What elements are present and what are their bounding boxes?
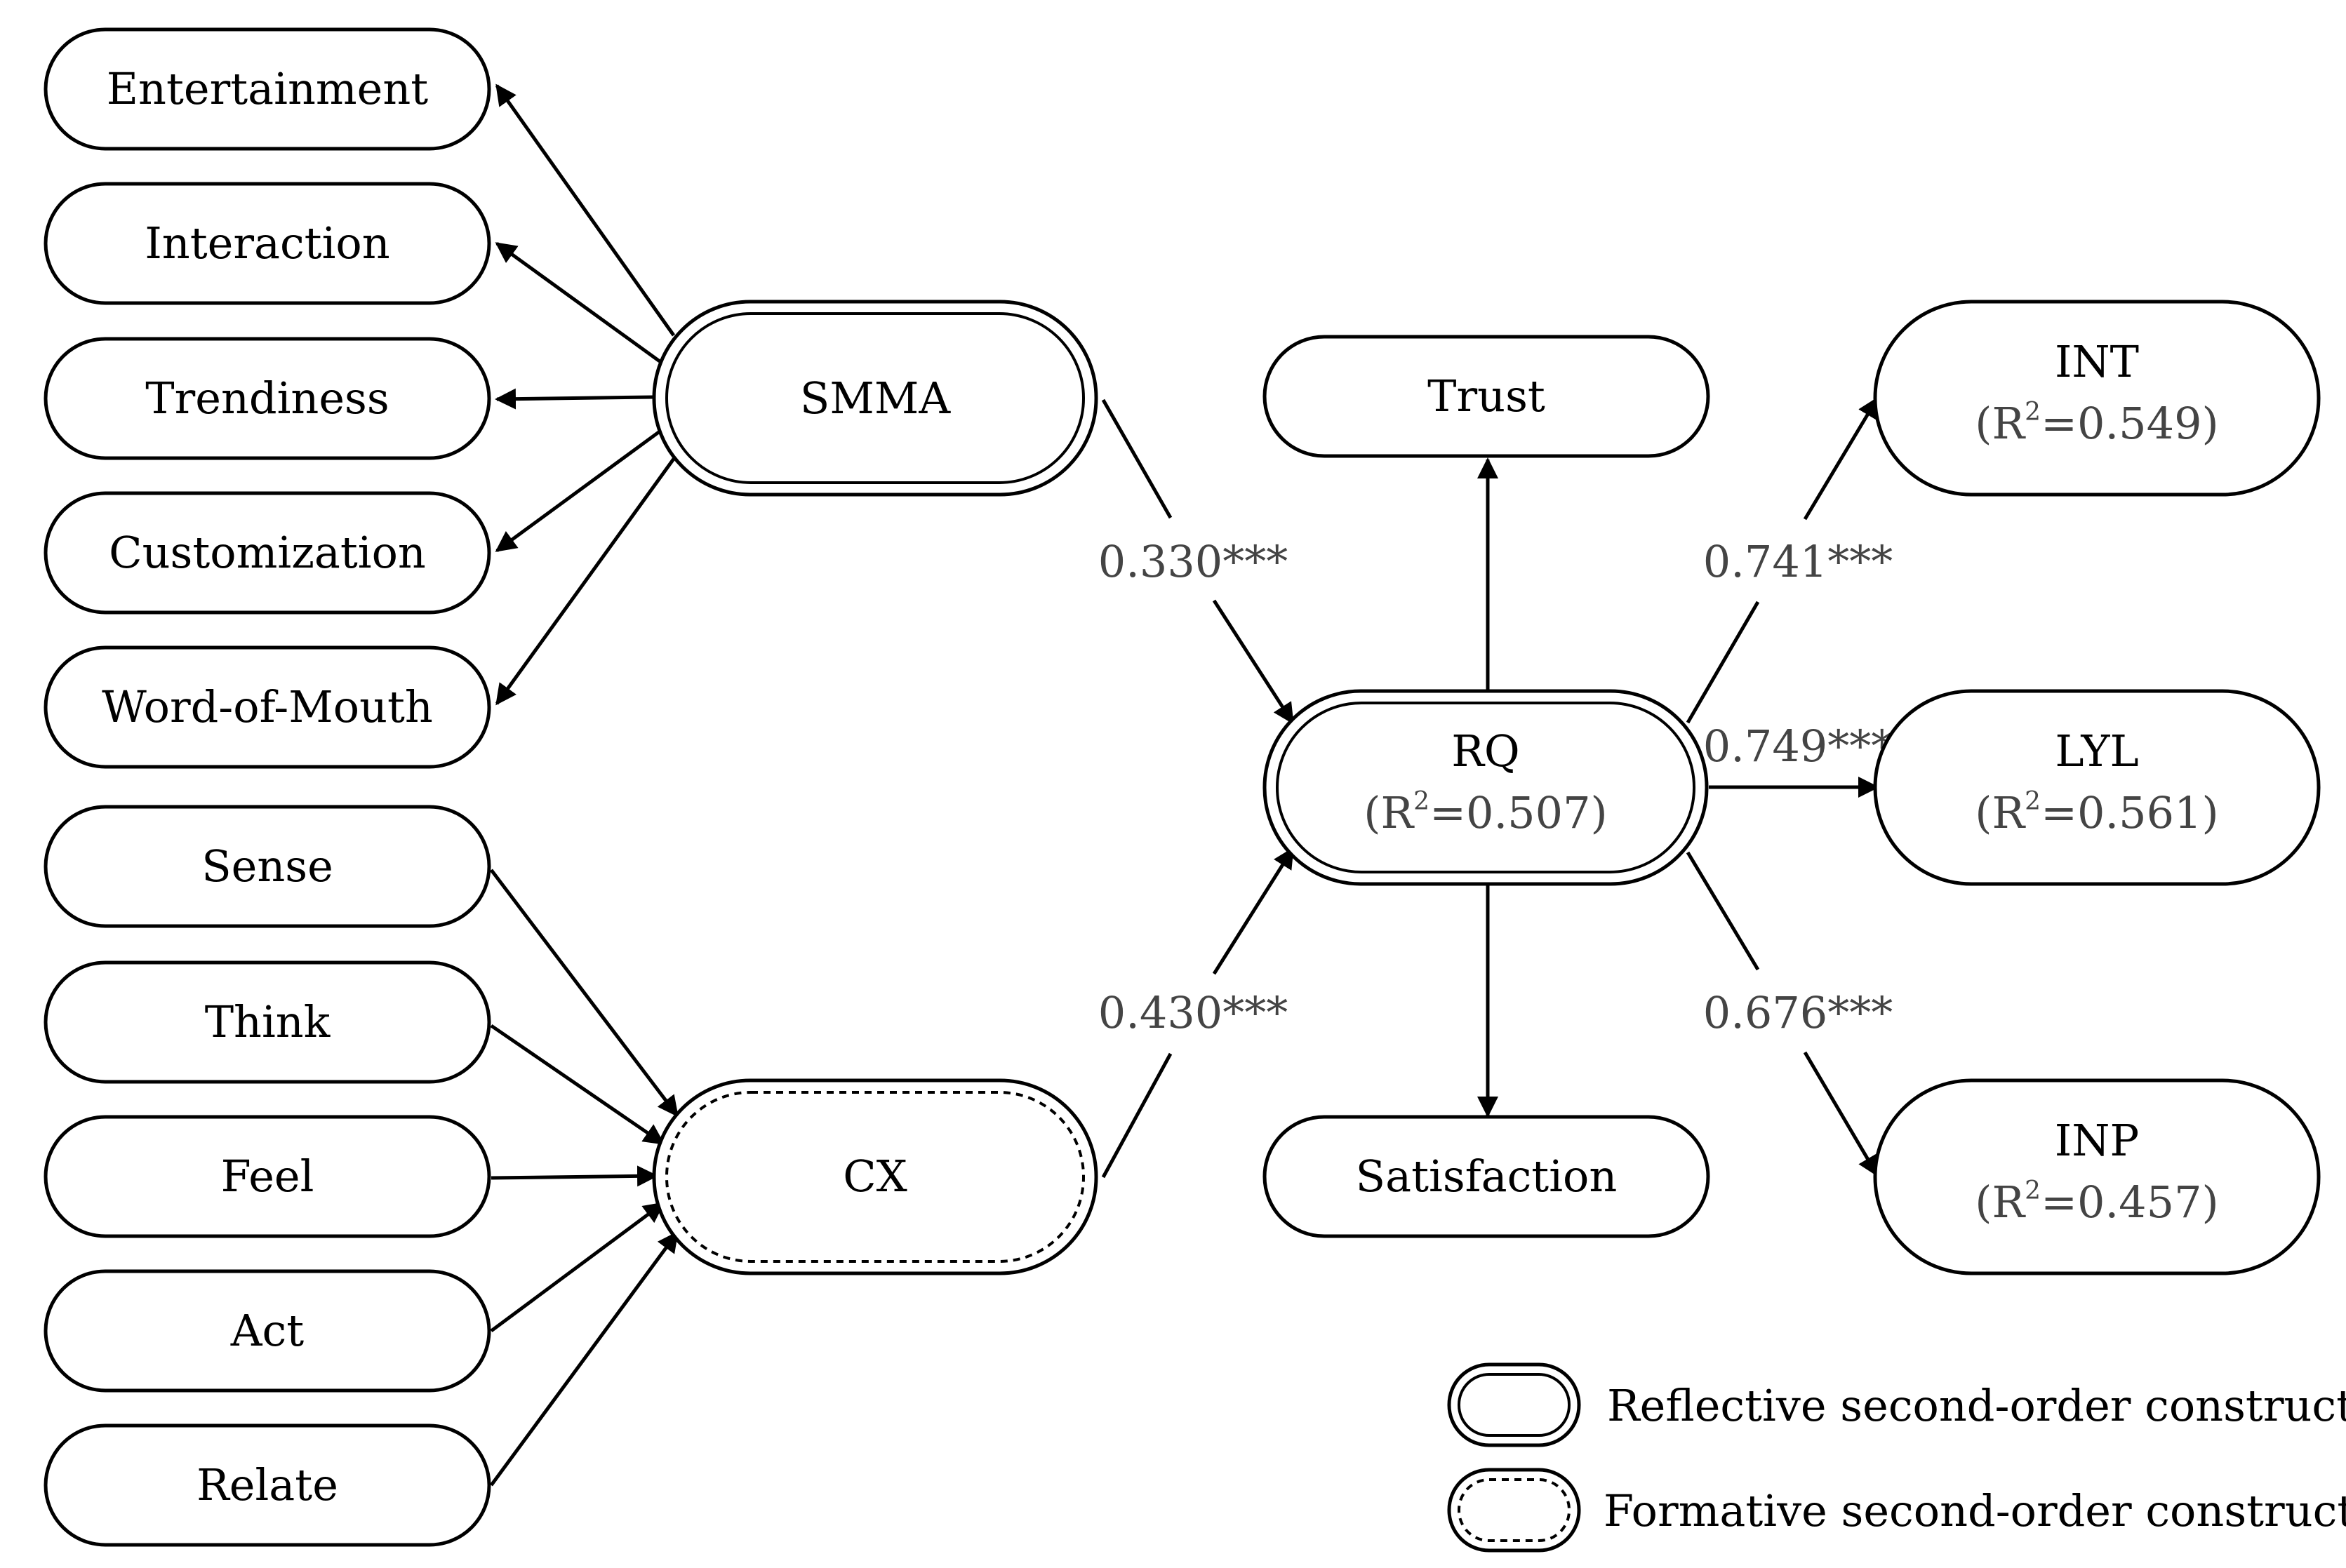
edge-smma-rq-upper [1101,398,1173,519]
node-interaction: Interaction [44,182,491,305]
legend-formative-swatch [1447,1468,1581,1553]
node-interaction-label: Interaction [145,217,389,269]
node-word-of-mouth-label: Word-of-Mouth [102,681,433,732]
legend: Reflective second-order construct Format… [1447,1362,2346,1553]
edge-feel-cx [491,1165,658,1187]
node-lyl-label: LYL [2055,725,2138,777]
node-entertainment-label: Entertainment [107,63,428,114]
edge-smma-rq-lower [1212,599,1295,725]
edge-rq-int-upper [1803,396,1879,521]
edge-cx-rq-upper [1212,847,1295,975]
node-satisfaction-label: Satisfaction [1356,1151,1618,1202]
node-feel: Feel [44,1115,491,1238]
node-rq-label: RQ [1451,725,1520,777]
node-think: Think [44,960,491,1084]
node-inp-r2: (R2=0.457) [1975,1177,2218,1228]
node-int-r2: (R2=0.549) [1975,398,2218,449]
node-trust-label: Trust [1427,370,1545,422]
node-cx-label: CX [843,1151,907,1202]
edge-act-cx [490,1201,665,1333]
edge-relate-cx [489,1231,679,1487]
edge-smma-word-of-mouth [495,457,676,706]
node-feel-label: Feel [221,1151,314,1202]
legend-formative: Formative second-order construct [1447,1468,2346,1553]
node-trendiness: Trendiness [44,337,491,460]
node-sense-label: Sense [201,840,333,892]
edge-smma-entertainment [495,83,676,337]
legend-formative-label: Formative second-order construct [1604,1485,2346,1536]
node-think-label: Think [205,996,331,1047]
coef-cx-rq: 0.430*** [1098,987,1288,1038]
edge-cx-rq-lower [1101,1052,1173,1179]
node-customization: Customization [44,491,491,615]
legend-reflective-swatch [1447,1362,1581,1447]
node-int: INT (R2=0.549) [1873,300,2321,497]
node-relate: Relate [44,1423,491,1547]
node-smma-label: SMMA [800,373,951,424]
node-inp: INP (R2=0.457) [1873,1078,2321,1275]
cx-indicators: Sense Think Feel Act Relate [44,805,491,1547]
node-int-label: INT [2055,336,2139,387]
node-lyl-r2: (R2=0.561) [1975,787,2218,838]
node-customization-label: Customization [109,527,426,578]
node-rq: RQ (R2=0.507) [1262,689,1709,886]
path-coefficients: 0.330*** 0.430*** 0.741*** 0.749*** 0.67… [1098,536,1893,1038]
node-rq-r2: (R2=0.507) [1364,787,1607,838]
node-sense: Sense [44,805,491,928]
edge-think-cx [490,1024,665,1146]
node-smma: SMMA [652,300,1098,497]
node-cx: CX [652,1078,1098,1275]
edge-sense-cx [490,869,679,1118]
legend-reflective-label: Reflective second-order construct [1607,1380,2346,1431]
smma-dimensions: Entertainment Interaction Trendiness Cus… [44,27,491,769]
edge-smma-trendiness [495,388,653,410]
coef-smma-rq: 0.330*** [1098,536,1288,587]
edge-smma-interaction [495,241,661,363]
coef-rq-lyl: 0.749*** [1703,721,1893,772]
node-trendiness-label: Trendiness [145,373,389,424]
node-trust: Trust [1262,335,1710,458]
edges [489,83,1879,1487]
node-entertainment: Entertainment [44,27,491,151]
edge-rq-inp-upper [1686,851,1760,971]
node-relate-label: Relate [196,1459,338,1510]
node-act-label: Act [230,1305,304,1356]
coef-rq-int: 0.741*** [1703,536,1893,587]
coef-rq-inp: 0.676*** [1703,987,1893,1038]
node-satisfaction: Satisfaction [1262,1115,1710,1238]
node-act: Act [44,1269,491,1393]
edge-rq-int-lower [1686,601,1760,724]
legend-reflective: Reflective second-order construct [1447,1362,2346,1447]
node-inp-label: INP [2055,1115,2139,1166]
edge-rq-inp-lower [1803,1051,1879,1177]
edge-smma-customization [495,429,661,553]
node-lyl: LYL (R2=0.561) [1873,689,2321,886]
node-word-of-mouth: Word-of-Mouth [44,645,491,769]
